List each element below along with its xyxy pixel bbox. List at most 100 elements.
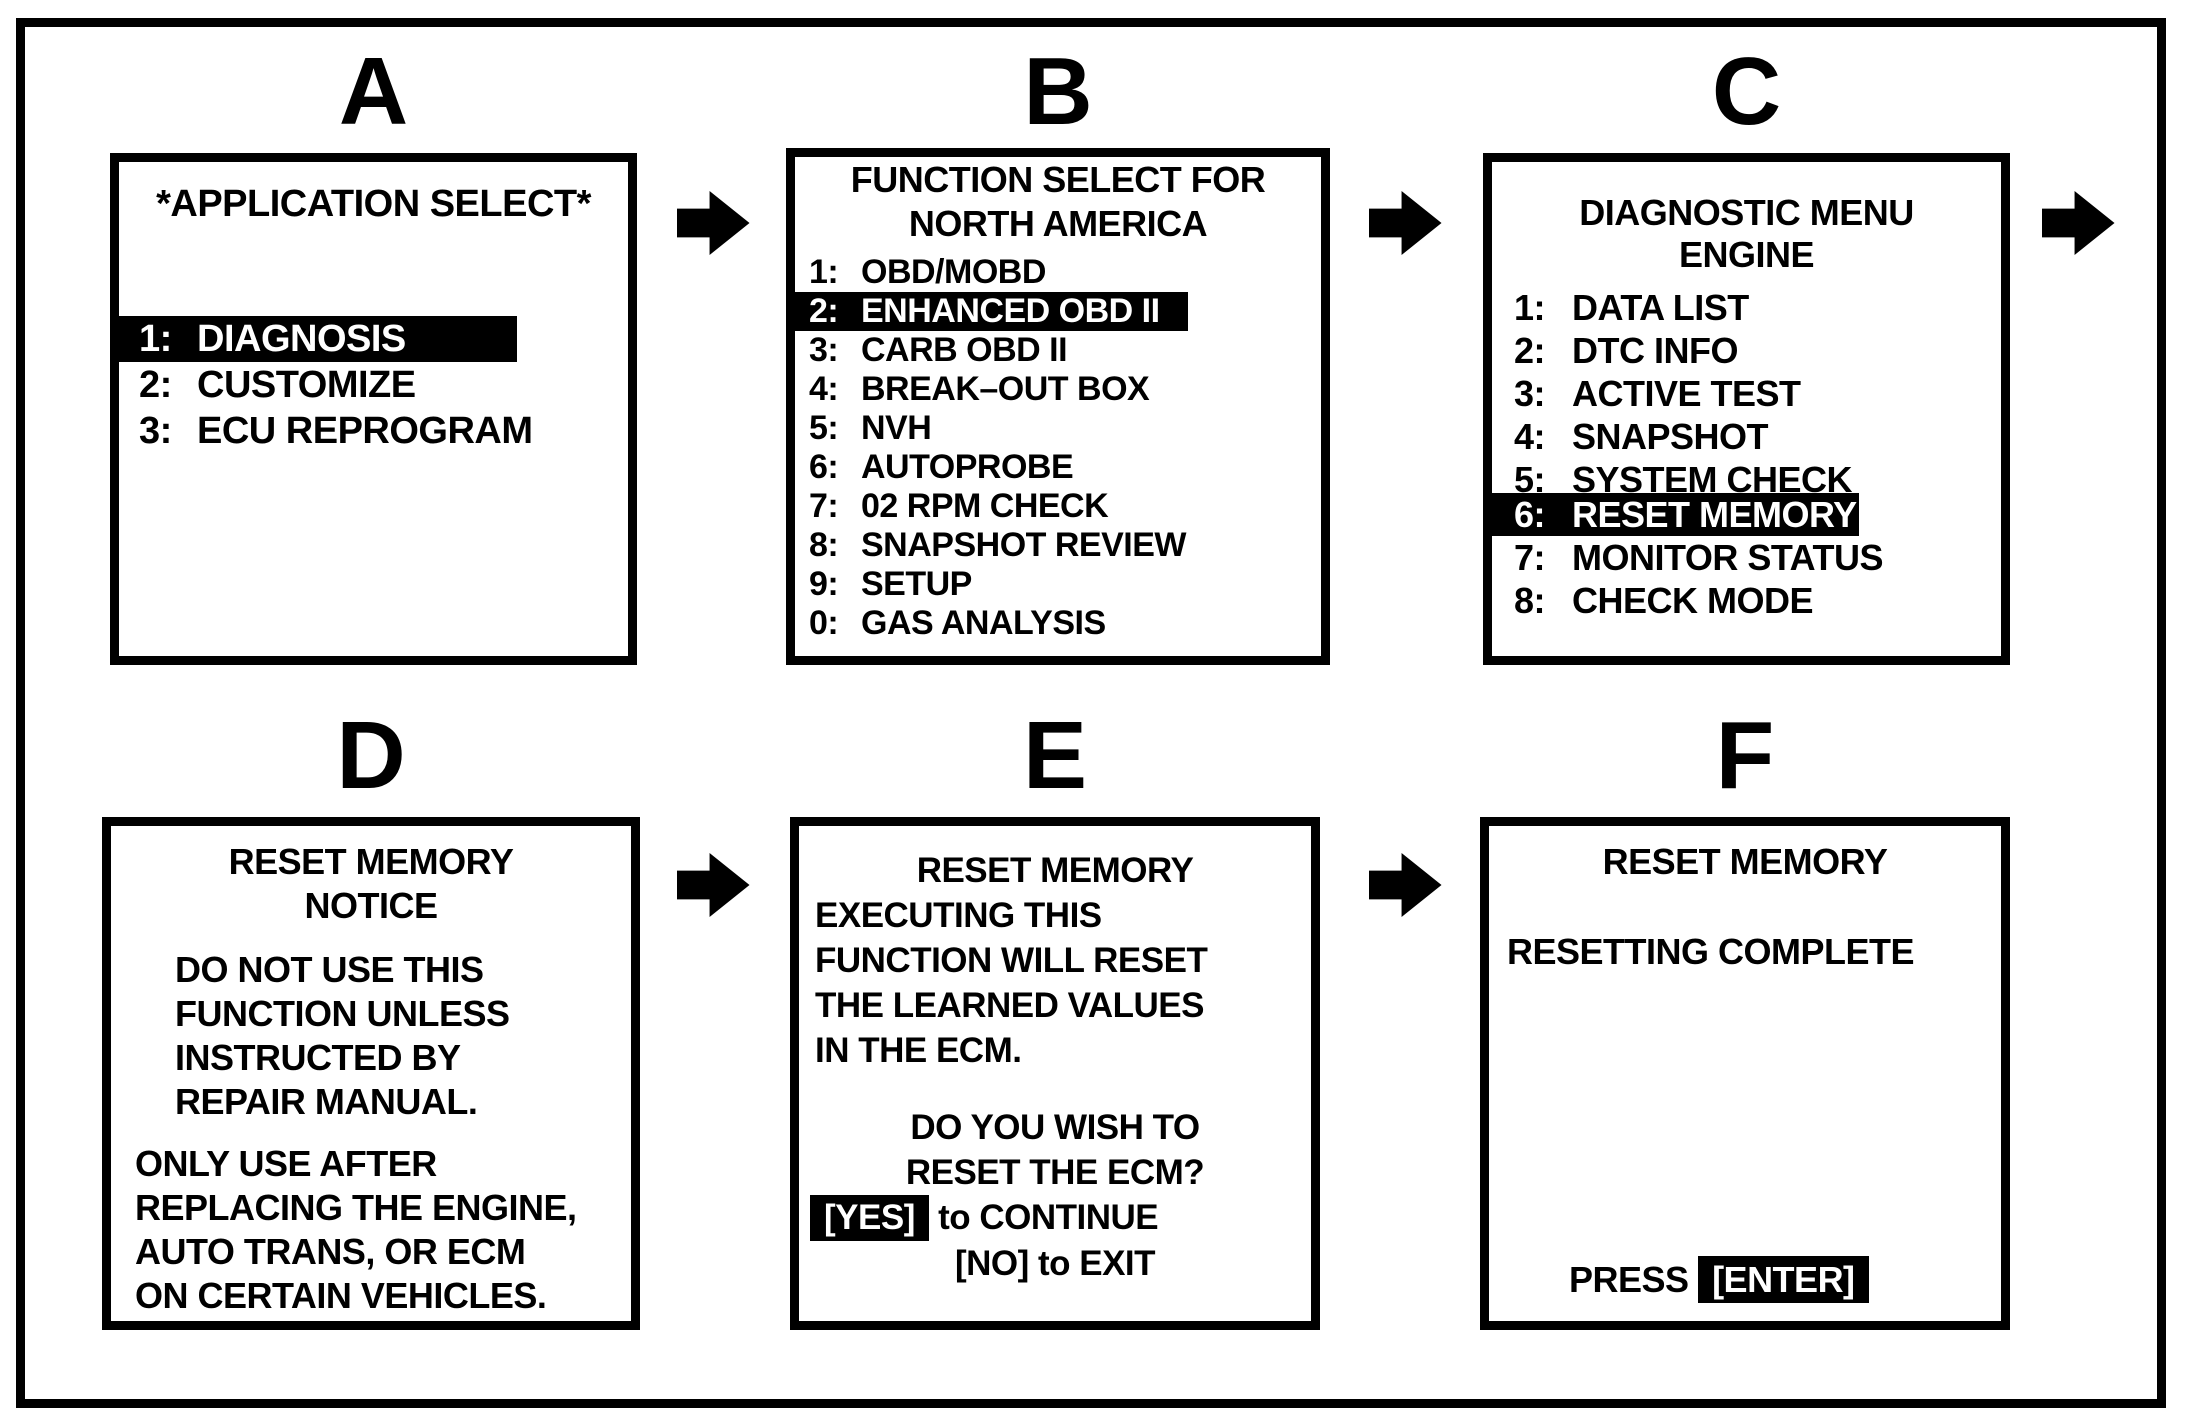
menu-item-label: SNAPSHOT REVIEW [861,526,1186,564]
text-line: FUNCTION WILL RESET [815,941,1208,980]
panel-label-b: B [1023,38,1093,145]
panel-label-e: E [1022,702,1088,809]
menu-list: 1:DIAGNOSIS 2: CUSTOMIZE 3: ECU REPROGRAM [119,316,628,454]
panel-label-c: C [1711,38,1782,145]
arrow-right-icon [677,845,751,925]
screen-panel-e: RESET MEMORY EXECUTING THIS FUNCTION WILL… [790,817,1320,1330]
menu-item-number: 3: [809,331,839,369]
menu-item-number: 0: [809,604,839,642]
yes-key: [YES] [810,1195,929,1241]
menu-item: 8: SNAPSHOT REVIEW [795,526,1321,565]
text-line: RESET THE ECM? [905,1153,1205,1192]
menu-item-number: 9: [809,565,839,603]
screen-title: RESET MEMORY [228,841,514,882]
menu-item-number: 7: [1514,537,1546,578]
arrow-right-icon [677,183,751,263]
menu-item-label: DATA LIST [1572,287,1749,328]
screen-title: RESET MEMORY [916,851,1194,890]
menu-item-label: DTC INFO [1572,330,1738,371]
text-line: ON CERTAIN VEHICLES. [135,1275,547,1316]
menu-item: 2: ENHANCED OBD II [795,292,1188,331]
menu-item: 2:DTC INFO [1492,329,2001,372]
menu-item-number: 2: [139,364,172,406]
menu-item: 8: CHECK MODE [1492,579,2001,622]
menu-item: 3: ACTIVE TEST [1492,372,2001,415]
menu-item: 1: DATA LIST [1492,286,2001,329]
screen-panel-c: DIAGNOSTIC MENU ENGINE 1: DATA LIST 2:DTC… [1483,153,2010,665]
menu-item-number: 8: [809,526,839,564]
menu-item-number: 3: [1514,373,1546,414]
no-option-line: [NO] to EXIT [954,1244,1156,1283]
menu-item: 2: CUSTOMIZE [119,362,628,408]
press-enter-line: PRESS [ENTER] [1569,1256,1869,1303]
menu-item-number: 6: [1514,494,1546,535]
menu-item-number: 6: [809,448,839,486]
text-line: DO YOU WISH TO [910,1108,1200,1147]
text-line: DO NOT USE THIS [175,949,484,990]
menu-item-label: CHECK MODE [1572,580,1814,621]
menu-item-label: SNAPSHOT [1572,416,1769,457]
menu-item-label: CARB OBD II [861,331,1068,369]
menu-item: 7: MONITOR STATUS [1492,536,2001,579]
text-line: REPLACING THE ENGINE, [135,1187,577,1228]
arrow-right-icon [1369,845,1443,925]
menu-item-label: BREAK–OUT BOX [861,370,1150,408]
menu-item: 3: CARB OBD II [795,331,1321,370]
panel-label-d: D [336,702,406,809]
menu-item: 7:02 RPM CHECK [795,487,1321,526]
menu-item: 6: RESET MEMORY [1492,493,1859,536]
page-border [16,18,2166,1408]
text-line: AUTO TRANS, OR ECM [135,1231,526,1272]
menu-item-label: AUTOPROBE [861,448,1074,486]
text-line: THE LEARNED VALUES [815,986,1205,1025]
text-line: EXECUTING THIS [815,896,1102,935]
menu-item-number: 4: [1514,416,1546,457]
menu-list: 1: OBD/MOBD 2: ENHANCED OBD II 3: CARB OBD … [795,253,1321,643]
menu-item: 3: ECU REPROGRAM [119,408,628,454]
menu-item-label: RESET MEMORY [1572,494,1857,535]
screen-title: RESET MEMORY [1602,841,1888,882]
arrow-right-icon [1369,183,1443,263]
menu-item-label: MONITOR STATUS [1572,537,1884,578]
text-line: INSTRUCTED BY [175,1037,461,1078]
menu-item-label: CUSTOMIZE [197,364,416,406]
menu-item: 1:DIAGNOSIS [119,316,517,362]
status-text: RESETTING COMPLETE [1507,931,1915,972]
menu-item: 0: GAS ANALYSIS [795,604,1321,643]
menu-item-number: 8: [1514,580,1546,621]
menu-item-number: 7: [809,487,839,525]
yes-option-line: [YES] to CONTINUE [799,1195,1311,1241]
text-line: FUNCTION UNLESS [175,993,510,1034]
screen-title: FUNCTION SELECT FOR [850,159,1266,200]
panel-label-a: A [338,38,409,145]
menu-item-number: 1: [1514,287,1546,328]
screen-title-line2: NORTH AMERICA [908,203,1208,244]
menu-item-number: 3: [139,410,172,452]
menu-list: 1: DATA LIST 2:DTC INFO 3: ACTIVE TEST 4: S… [1492,286,2001,622]
menu-item-label: ENHANCED OBD II [861,292,1160,330]
text-line: ONLY USE AFTER [135,1143,437,1184]
yes-option-label: to CONTINUE [938,1198,1159,1237]
menu-item-label: ACTIVE TEST [1572,373,1801,414]
menu-item-number: 2: [809,292,839,330]
warning-text: EXECUTING THIS FUNCTION WILL RESET THE LEA… [799,893,1311,1073]
menu-item-number: 1: [809,253,839,291]
menu-item-number: 5: [809,409,839,447]
menu-item-label: ECU REPROGRAM [197,410,533,452]
menu-item-label: GAS ANALYSIS [861,604,1106,642]
text-line: IN THE ECM. [815,1031,1022,1070]
confirm-question: DO YOU WISH TO RESET THE ECM? [799,1105,1311,1195]
screen-title: DIAGNOSTIC MENU [1579,192,1914,233]
screen-panel-b: FUNCTION SELECT FOR NORTH AMERICA 1: OBD/… [786,148,1330,665]
menu-item-label: OBD/MOBD [861,253,1046,291]
menu-item: 6: AUTOPROBE [795,448,1321,487]
screen-title: *APPLICATION SELECT* [156,183,591,225]
panel-label-f: F [1715,702,1775,809]
menu-item-number: 4: [809,370,839,408]
screen-panel-f: RESET MEMORY RESETTING COMPLETE PRESS [E… [1480,817,2010,1330]
screen-title-line2: ENGINE [1678,234,1815,275]
